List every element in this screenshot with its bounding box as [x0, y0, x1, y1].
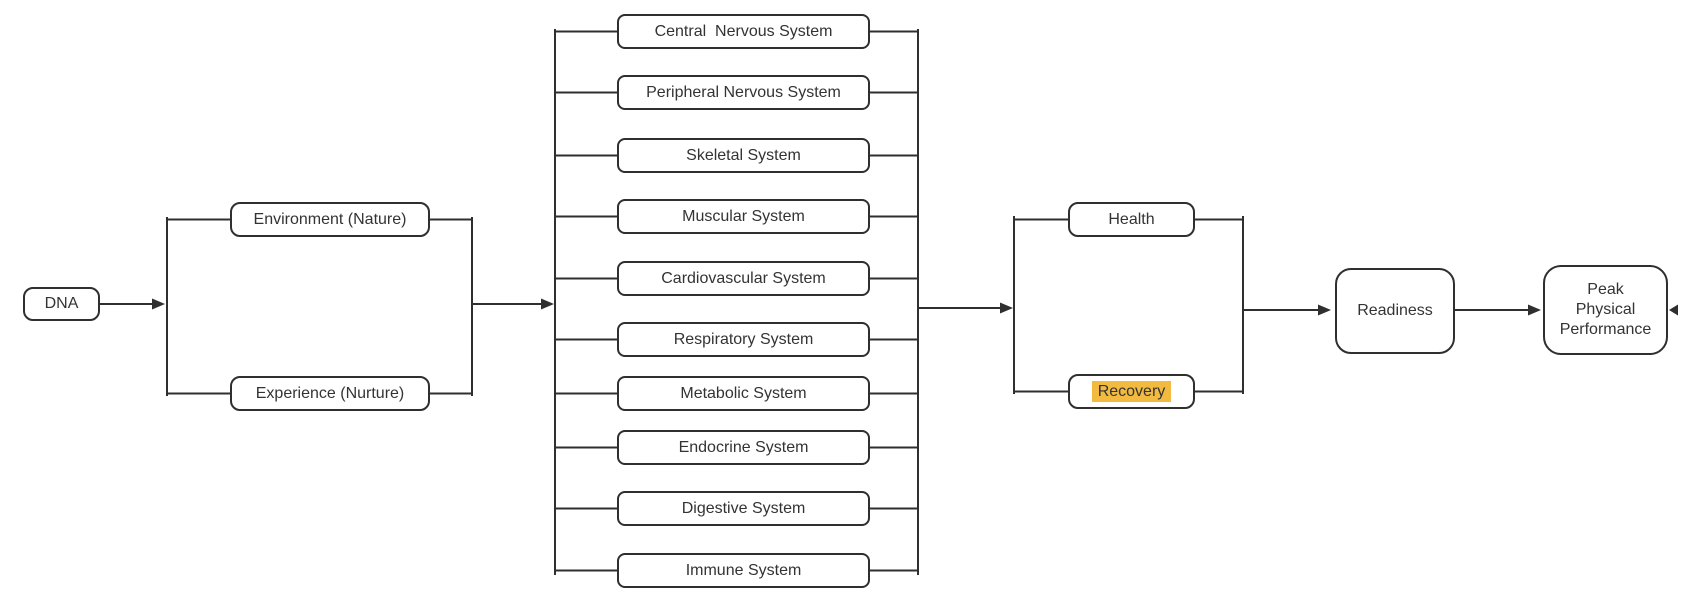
node-immune-system-label: Immune System — [685, 561, 802, 579]
node-muscular-system[interactable]: Muscular System — [617, 199, 870, 234]
node-digestive-system-label: Digestive System — [681, 499, 806, 517]
node-experience-nurture-label: Experience (Nurture) — [255, 384, 405, 402]
node-central-nervous-system[interactable]: Central Nervous System — [617, 14, 870, 49]
node-recovery-label: Recovery — [1091, 380, 1172, 403]
node-immune-system[interactable]: Immune System — [617, 553, 870, 588]
node-peak-line-1: Peak — [1587, 281, 1624, 298]
node-peak-line-3: Performance — [1559, 321, 1652, 338]
arrowhead-dna-to-split — [152, 298, 165, 310]
node-respiratory-system-label: Respiratory System — [673, 330, 814, 348]
node-health[interactable]: Health — [1068, 202, 1195, 237]
bracket-systems-left-stubs — [555, 30, 617, 572]
bracket-health-recovery-left — [1013, 216, 1068, 394]
node-dna-label: DNA — [44, 295, 79, 313]
node-muscular-system-label: Muscular System — [682, 207, 805, 225]
node-peripheral-nervous-system[interactable]: Peripheral Nervous System — [617, 75, 870, 110]
node-experience-nurture[interactable]: Experience (Nurture) — [230, 376, 430, 411]
node-cardiovascular-system[interactable]: Cardiovascular System — [617, 261, 870, 296]
node-dna[interactable]: DNA — [23, 287, 100, 321]
bracket-nature-nurture-left — [166, 217, 230, 396]
node-peak-line-2: Physical — [1575, 301, 1636, 318]
node-peripheral-nervous-system-label: Peripheral Nervous System — [646, 83, 841, 101]
node-health-label: Health — [1108, 210, 1155, 228]
node-endocrine-system[interactable]: Endocrine System — [617, 430, 870, 465]
arrowhead-split3-to-readiness — [1318, 304, 1331, 316]
node-respiratory-system[interactable]: Respiratory System — [617, 322, 870, 357]
node-cardiovascular-system-label: Cardiovascular System — [661, 269, 826, 287]
node-recovery[interactable]: Recovery — [1068, 374, 1195, 409]
bracket-health-recovery-right — [1195, 216, 1244, 394]
node-environment-nature[interactable]: Environment (Nature) — [230, 202, 430, 237]
node-digestive-system[interactable]: Digestive System — [617, 491, 870, 526]
node-metabolic-system-label: Metabolic System — [680, 384, 807, 402]
bracket-nature-nurture-right — [430, 217, 473, 396]
node-readiness-label: Readiness — [1357, 302, 1433, 320]
arrowhead-systems-to-split3 — [1000, 302, 1013, 314]
node-skeletal-system-label: Skeletal System — [686, 146, 801, 164]
node-endocrine-system-label: Endocrine System — [678, 438, 809, 456]
arrowhead-right-edge-into-peak — [1669, 304, 1678, 316]
arrowhead-split1-to-systems — [541, 298, 554, 310]
node-skeletal-system[interactable]: Skeletal System — [617, 138, 870, 173]
node-metabolic-system[interactable]: Metabolic System — [617, 376, 870, 411]
node-readiness[interactable]: Readiness — [1335, 268, 1455, 354]
node-central-nervous-system-label: Central Nervous System — [654, 22, 833, 40]
node-peak-physical-performance[interactable]: Peak Physical Performance — [1543, 265, 1668, 355]
arrowhead-readiness-to-peak — [1528, 304, 1541, 316]
node-environment-nature-label: Environment (Nature) — [253, 210, 407, 228]
bracket-systems-right-stubs — [870, 30, 918, 572]
